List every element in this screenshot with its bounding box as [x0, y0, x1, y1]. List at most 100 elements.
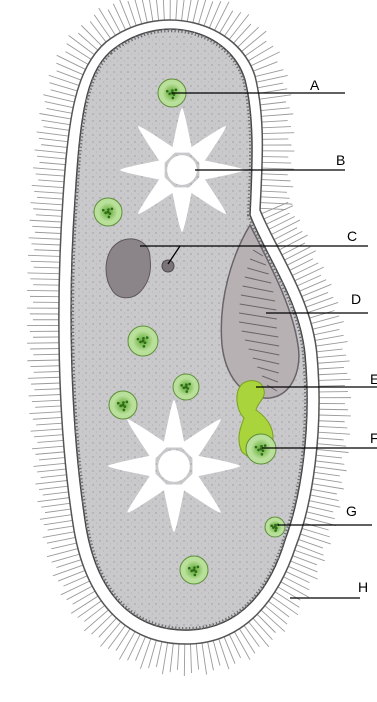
cilium: [90, 21, 106, 42]
cilium: [208, 642, 214, 670]
cilium: [34, 250, 60, 251]
cilium: [27, 360, 59, 361]
cilium: [32, 400, 61, 401]
cilium: [297, 275, 321, 286]
cilium: [295, 550, 325, 561]
cilium: [262, 174, 288, 175]
cilium: [319, 421, 345, 422]
cilium: [318, 438, 344, 440]
cilium: [116, 629, 130, 651]
cilium: [35, 452, 64, 455]
cilium: [255, 70, 283, 77]
cilium: [34, 463, 66, 466]
cilium: [27, 290, 59, 291]
cilium: [283, 577, 309, 590]
cilium: [229, 14, 249, 39]
vacuole-center: [158, 450, 190, 482]
cilium: [318, 373, 347, 374]
cilium: [56, 63, 83, 74]
cilium: [274, 228, 297, 240]
cilium: [134, 0, 142, 24]
cilium: [28, 377, 60, 378]
cilium: [291, 561, 318, 572]
micronucleus: [162, 260, 174, 272]
cilium: [245, 41, 266, 56]
label-d: D: [351, 291, 361, 307]
cilium: [288, 566, 317, 579]
cilium: [148, 640, 156, 668]
cilium: [84, 610, 108, 631]
cilium: [37, 156, 66, 159]
cilium: [213, 641, 220, 666]
cilium: [35, 150, 67, 153]
cilium: [279, 235, 307, 250]
cilium: [128, 1, 136, 26]
cilium: [262, 133, 294, 134]
cilium: [156, 0, 159, 21]
cilium: [99, 618, 117, 637]
cilium: [248, 46, 273, 61]
cilium: [34, 191, 63, 193]
cilium: [317, 349, 343, 352]
cilium: [275, 592, 299, 608]
cilium: [44, 520, 73, 524]
cilium: [196, 644, 198, 670]
cilium: [256, 75, 287, 82]
cilium: [316, 461, 345, 464]
cilium: [307, 512, 335, 519]
cilium: [32, 446, 64, 449]
cilium: [266, 213, 289, 224]
cilium: [285, 247, 311, 260]
cilium: [313, 478, 342, 482]
cilium: [317, 444, 346, 446]
cilium: [39, 138, 68, 141]
cilium: [51, 90, 76, 97]
cilium: [310, 310, 335, 318]
cilium: [317, 355, 346, 357]
cilium: [308, 506, 333, 512]
cilium: [31, 366, 60, 367]
cilium: [40, 162, 66, 164]
cilium: [319, 379, 351, 380]
cilium: [261, 114, 293, 116]
cilium: [57, 55, 86, 69]
cilium: [281, 582, 309, 597]
cilium: [30, 279, 59, 280]
cilium: [65, 52, 88, 65]
cilium: [220, 11, 233, 33]
cilium: [244, 626, 259, 647]
cilium: [224, 12, 240, 36]
cilium: [35, 406, 61, 407]
cilium: [69, 36, 95, 55]
cilium: [61, 581, 90, 595]
cilium: [262, 202, 289, 213]
cilium: [316, 342, 348, 346]
cilium: [319, 409, 348, 410]
cilium: [287, 251, 316, 265]
cilium: [45, 102, 73, 108]
cilium: [33, 285, 59, 286]
cilium: [34, 267, 60, 268]
cilium: [302, 284, 332, 296]
cilium: [259, 95, 291, 99]
cilium: [163, 0, 165, 20]
cilium: [251, 52, 280, 66]
label-b: B: [336, 152, 345, 168]
cilium: [313, 322, 344, 330]
cilium: [28, 255, 60, 256]
label-c: C: [347, 228, 357, 244]
cilium: [31, 383, 60, 384]
label-a: A: [310, 77, 320, 93]
cilium: [264, 206, 293, 219]
cilium: [271, 220, 300, 234]
cilium: [39, 113, 71, 118]
cilium: [215, 2, 229, 31]
food-vacuole: [246, 434, 276, 464]
cilium: [31, 203, 63, 205]
cilium: [140, 0, 147, 23]
cilium: [39, 486, 68, 489]
cilium: [37, 197, 63, 199]
label-e: E: [370, 371, 377, 387]
cilium: [149, 0, 153, 21]
